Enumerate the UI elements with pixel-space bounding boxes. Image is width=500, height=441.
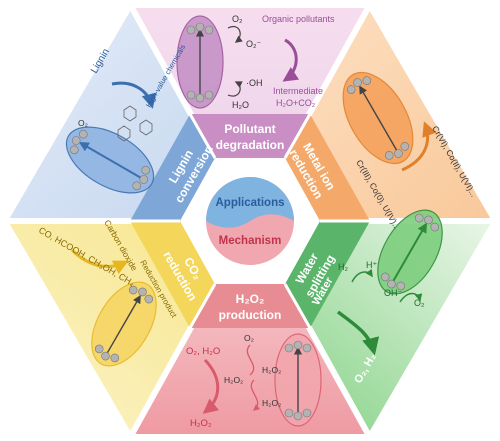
h2o2-h2o2-b-label: H₂O₂ bbox=[224, 375, 243, 385]
water-h2-label: H₂ bbox=[338, 262, 348, 272]
metal-balls-bottom bbox=[384, 142, 410, 160]
h2o2-balls-top bbox=[284, 340, 312, 353]
water-oh-label: OH⁻ bbox=[384, 288, 403, 298]
lignin-o2-label: O₂ bbox=[78, 118, 88, 128]
pollutant-o2-radical-label: O₂⁻ bbox=[246, 39, 261, 49]
water-hplus-label: H⁺ bbox=[366, 260, 377, 270]
water-balls-bottom bbox=[380, 272, 406, 291]
title-pollutant-line1: Pollutant bbox=[224, 122, 275, 136]
h2o2-h2o2-c-label: H₂O₂ bbox=[262, 398, 281, 408]
title-pollutant-line2: degradation bbox=[216, 138, 285, 152]
h2o2-detail: O₂, H₂O O₂ H₂O₂ H₂O₂ H₂O₂ H₂O₂ bbox=[186, 333, 322, 429]
pollutant-oh-radical-label: ·OH bbox=[246, 78, 263, 88]
center-hexagon: Applications Mechanism bbox=[180, 158, 320, 284]
h2o2-o2-top-label: O₂ bbox=[244, 333, 254, 343]
pollutant-detail: O₂ O₂⁻ Organic pollutants ·OH Intermedia… bbox=[176, 14, 335, 110]
h2o2-h2o2-a-label: H₂O₂ bbox=[262, 365, 281, 375]
title-h2o2-line2: production bbox=[219, 308, 282, 322]
lignin-balls-bottom bbox=[132, 165, 150, 191]
title-h2o2-line1: H₂O₂ bbox=[236, 292, 265, 306]
band-h2o2 bbox=[190, 284, 310, 328]
h2o2-product-label: H₂O₂ bbox=[190, 418, 212, 429]
h2o2-balls-bottom bbox=[284, 408, 312, 421]
metal-balls-top bbox=[346, 76, 372, 94]
pollutant-intermediate-label: Intermediate bbox=[273, 86, 323, 96]
band-co2 bbox=[130, 221, 215, 328]
pollutant-h2o-label: H₂O bbox=[232, 100, 249, 110]
pollutant-products-label: H₂O+CO₂ bbox=[276, 98, 316, 108]
pollutant-organic-label: Organic pollutants bbox=[262, 14, 335, 24]
center-applications-label: Applications bbox=[215, 197, 284, 209]
water-balls-top bbox=[414, 213, 440, 232]
pollutant-o2-label: O₂ bbox=[232, 14, 243, 24]
lignin-balls-top bbox=[70, 129, 88, 155]
h2o2-reactants-label: O₂, H₂O bbox=[186, 346, 220, 357]
band-lignin bbox=[130, 114, 215, 221]
co2-balls-bottom bbox=[94, 344, 120, 363]
band-water bbox=[285, 221, 370, 328]
pollutant-hole-balls bbox=[186, 90, 214, 103]
band-pollutant bbox=[190, 114, 310, 158]
pollutant-electron-balls bbox=[186, 22, 214, 35]
lignin-molecule-icon bbox=[117, 105, 153, 142]
band-metal bbox=[285, 114, 370, 221]
co2-balls-top bbox=[128, 285, 154, 304]
center-circle-blue bbox=[206, 177, 294, 228]
water-o2-label: O₂ bbox=[414, 298, 425, 308]
center-mechanism-label: Mechanism bbox=[219, 235, 282, 247]
inner-ring bbox=[130, 113, 370, 329]
